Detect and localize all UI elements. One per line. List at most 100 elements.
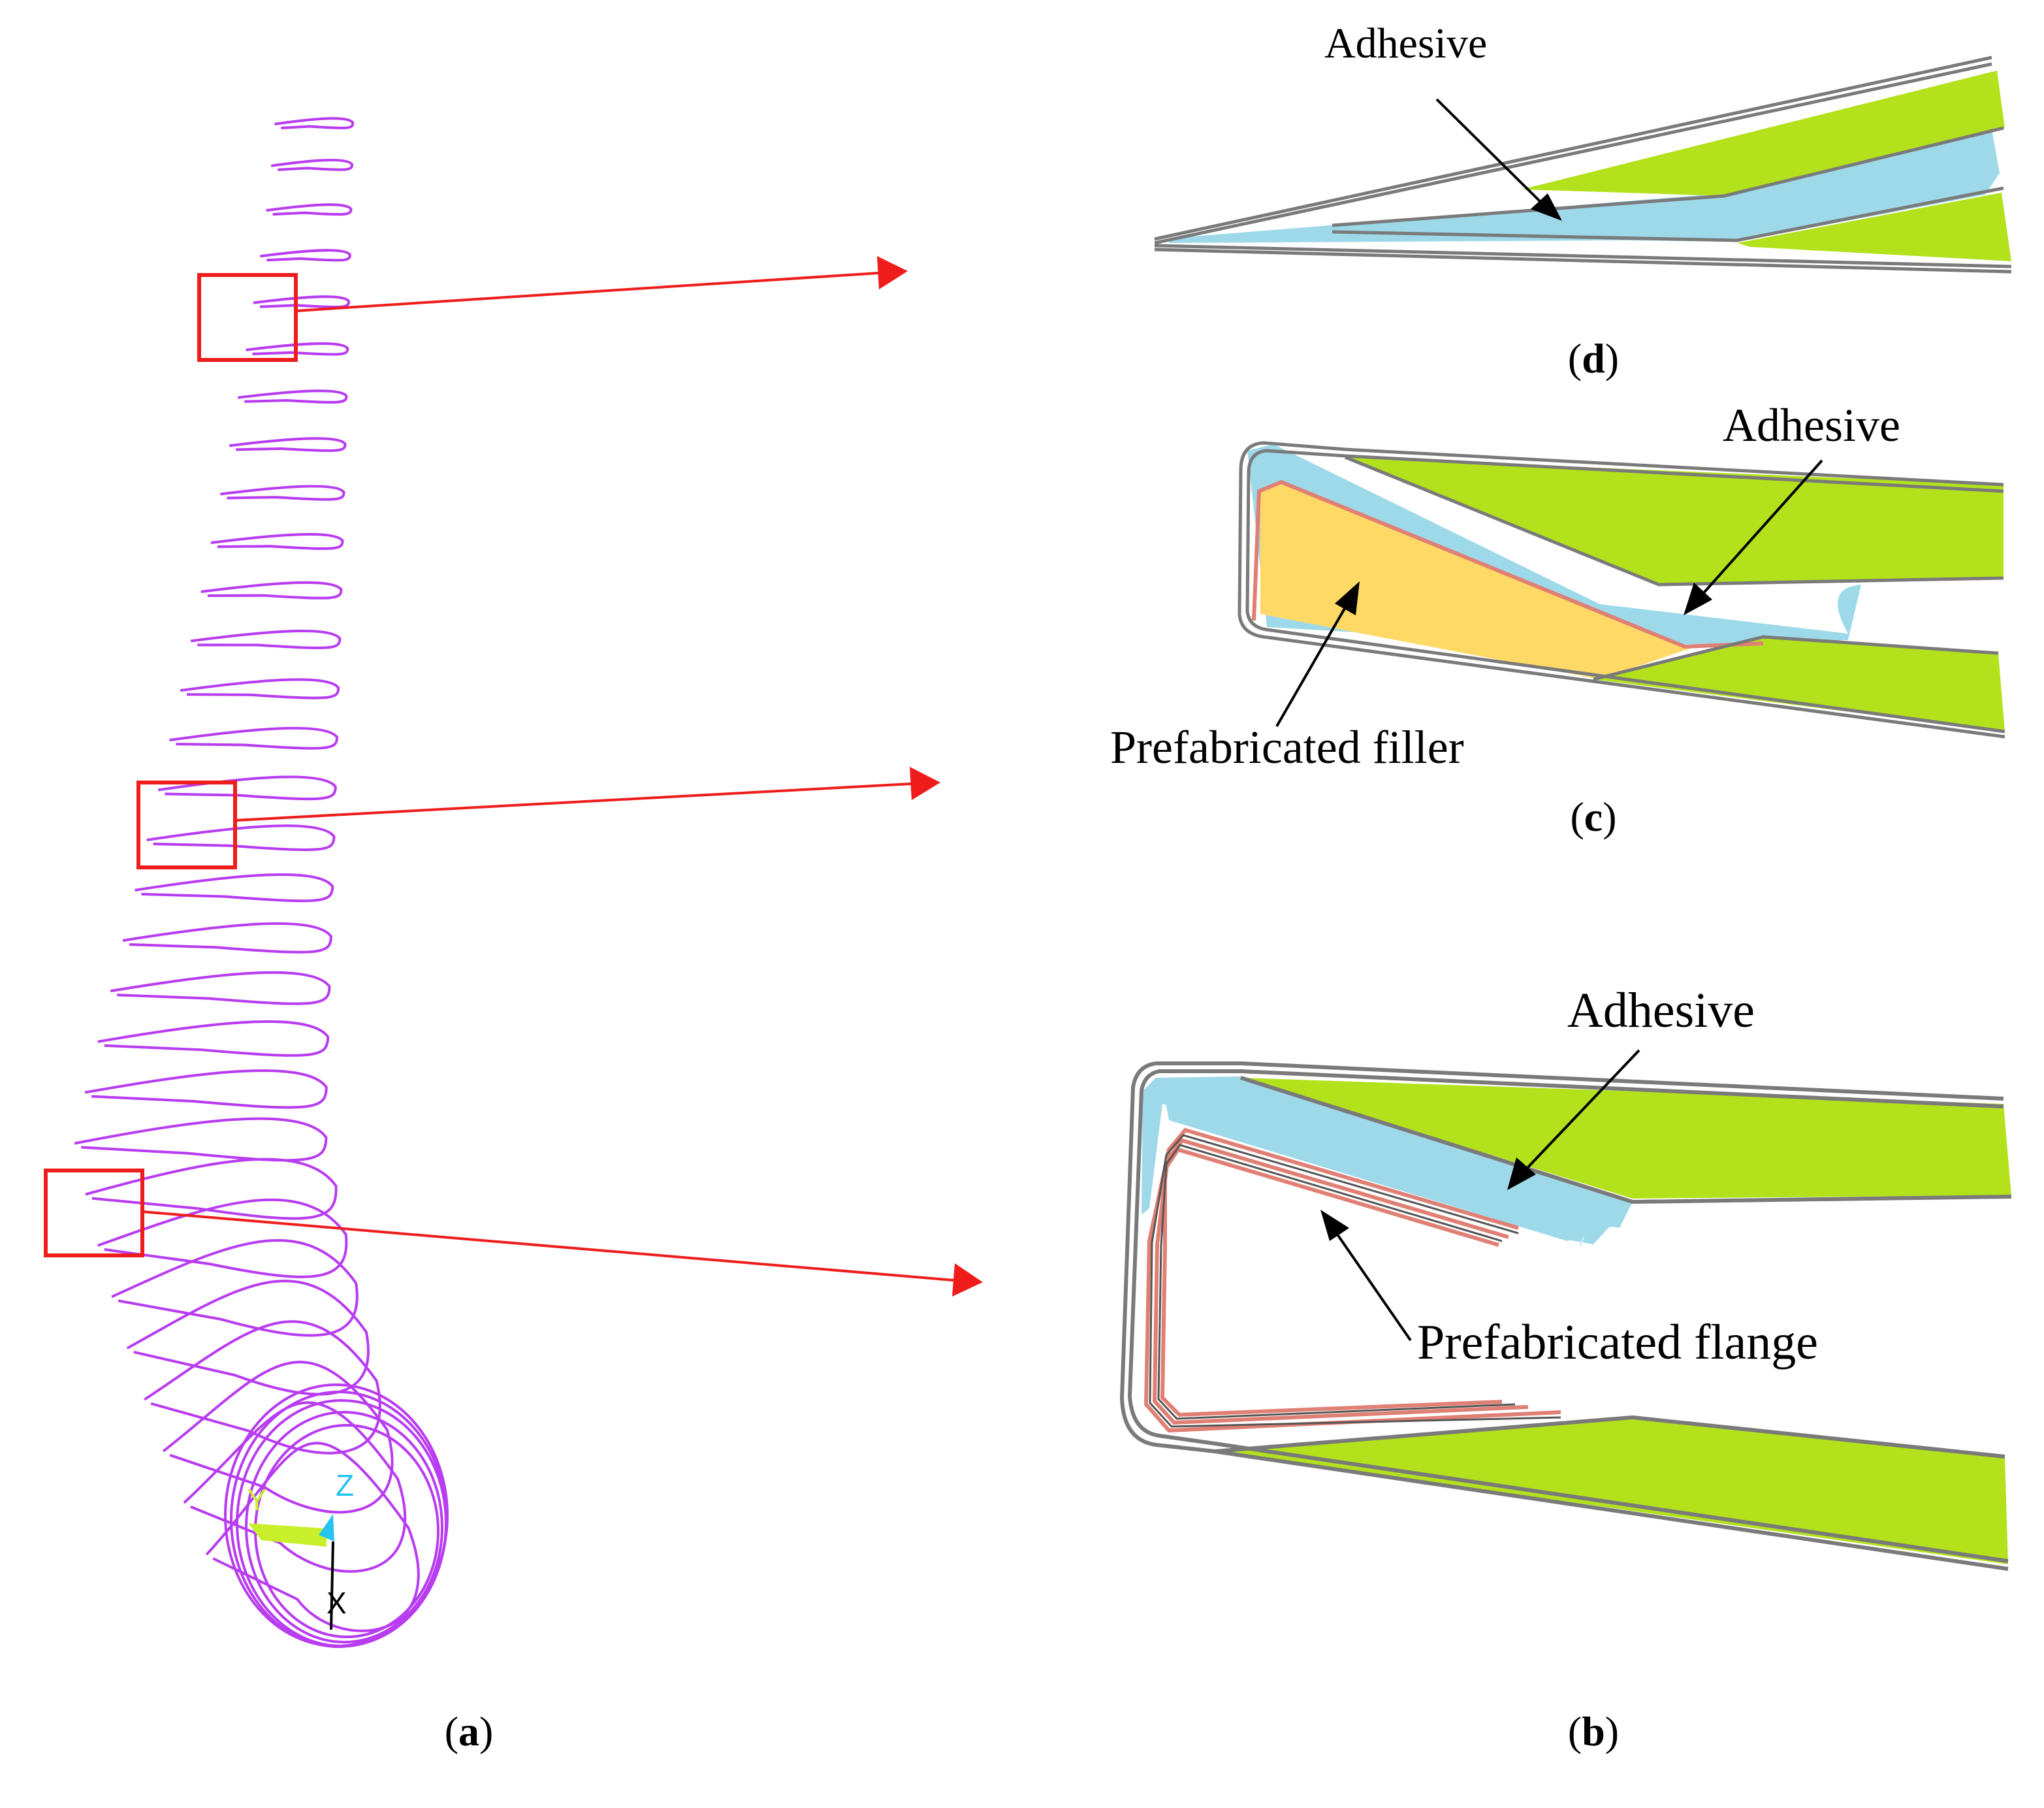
airfoil-profile — [144, 1320, 381, 1455]
callout-arrow-middle — [234, 783, 912, 822]
airfoil-profile — [260, 249, 351, 262]
airfoil-profile — [246, 342, 349, 356]
upper-core-d — [1522, 71, 2005, 196]
airfoil-profile-stack — [74, 117, 449, 1648]
airfoil-profile — [169, 726, 339, 750]
inner-skin-lower-d — [1332, 186, 2004, 242]
panel-c: Adhesive Prefabricated filler (c) — [1110, 399, 2005, 840]
airfoil-profile — [266, 203, 353, 216]
x-axis-line — [330, 1541, 334, 1630]
flange-laminate-b-2 — [1152, 1138, 1529, 1425]
flange-edge-b-1 — [1149, 1134, 1561, 1428]
root-section-circle — [236, 1399, 447, 1647]
axis-x-label: X — [327, 1586, 347, 1620]
airfoil-profile — [183, 1401, 407, 1573]
outer-skin-b — [1119, 1061, 2009, 1571]
panel-b-adhesive-arrow — [1507, 1049, 1640, 1190]
laminate-section-d — [1154, 56, 2012, 274]
airfoil-profile — [135, 873, 334, 903]
outer-skin-b-2 — [1127, 1069, 2009, 1563]
filler-region-c — [1260, 483, 1691, 679]
panel-b-flange-arrow — [1320, 1210, 1412, 1342]
airfoil-profile — [110, 971, 331, 1005]
arrowhead-bottom — [952, 1263, 983, 1297]
airfoil-profile — [74, 1117, 328, 1162]
lower-core-c — [1593, 637, 2005, 732]
flange-edge-b-2 — [1157, 1144, 1516, 1420]
laminate-section-c — [1238, 441, 2005, 739]
panel-c-adhesive-arrow — [1684, 459, 1823, 615]
adhesive-fillet-b — [1162, 1084, 1633, 1241]
inner-skin-upper-c — [1345, 455, 2004, 587]
panel-b-adhesive-label: Adhesive — [1567, 983, 1755, 1038]
panel-a-caption: (a) — [445, 1708, 494, 1754]
panel-c-filler-arrow — [1275, 581, 1360, 727]
airfoil-profile — [84, 1069, 328, 1109]
airfoil-profile — [274, 117, 355, 129]
airfoil-profile — [146, 824, 336, 851]
lower-core-d — [1737, 193, 2011, 261]
airfoil-profile — [237, 389, 348, 404]
callout-box-middle — [136, 781, 237, 869]
callout-arrow-bottom — [142, 1210, 954, 1282]
y-axis-marker — [248, 1523, 327, 1547]
airfoil-profile — [191, 630, 342, 649]
callout-arrows — [142, 256, 983, 1297]
inner-skin-upper-d — [1332, 126, 2004, 227]
airfoil-profile — [271, 159, 354, 171]
airfoil-profile — [111, 1239, 359, 1337]
outer-skin-top-d-2 — [1154, 62, 1992, 245]
airfoil-profile — [210, 533, 344, 550]
airfoil-profile — [180, 678, 340, 700]
laminate-section-b — [1119, 1061, 2012, 1571]
outer-skin-c-2 — [1245, 449, 2005, 734]
airfoil-profile — [97, 1198, 348, 1278]
inner-skin-lower-b — [1214, 1415, 2005, 1459]
airfoil-profile — [229, 437, 347, 453]
airfoil-profile — [85, 1157, 338, 1220]
flange-laminate-b-3 — [1160, 1147, 1503, 1417]
panel-b: Adhesive Prefabricated flange (b) — [1119, 983, 2012, 1754]
arrowhead-top — [877, 256, 908, 289]
inner-skin-lower-c — [1593, 635, 1999, 681]
panel-a: Y Z X (a) — [44, 117, 983, 1754]
airfoil-profile — [157, 775, 337, 801]
coordinate-triad: Y Z X — [247, 1468, 354, 1630]
panel-b-caption: (b) — [1568, 1708, 1619, 1754]
callout-arrow-top — [295, 272, 879, 312]
airfoil-profile — [162, 1361, 394, 1514]
outer-skin-top-d — [1154, 56, 1992, 241]
lower-core-b — [1215, 1417, 2008, 1564]
filler-laminate-c — [1252, 479, 1764, 649]
panel-d: Adhesive (d) — [1154, 20, 2012, 381]
airfoil-profile — [205, 1442, 420, 1632]
airfoil-profile — [97, 1020, 330, 1057]
airfoil-profile — [253, 295, 351, 309]
z-axis-marker — [319, 1514, 334, 1542]
airfoil-profile — [200, 581, 343, 600]
airfoil-profile — [126, 1280, 370, 1396]
flange-laminate-b-1 — [1143, 1127, 1561, 1433]
upper-core-c — [1345, 457, 2004, 585]
panel-c-adhesive-label: Adhesive — [1723, 399, 1900, 451]
panel-d-adhesive-label: Adhesive — [1324, 20, 1487, 67]
upper-core-b — [1241, 1078, 2011, 1199]
airfoil-profile — [220, 485, 345, 501]
axis-z-label: Z — [336, 1468, 354, 1502]
outer-skin-c — [1238, 441, 2005, 739]
outer-skin-bottom-d — [1154, 244, 2012, 268]
panel-d-caption: (d) — [1568, 335, 1619, 381]
panel-c-caption: (c) — [1570, 794, 1616, 840]
outer-skin-bottom-d-2 — [1154, 248, 2012, 274]
adhesive-region-d — [1169, 129, 2000, 243]
panel-b-flange-label: Prefabricated flange — [1417, 1315, 1818, 1370]
panel-d-adhesive-arrow — [1435, 98, 1562, 221]
airfoil-profile — [122, 922, 332, 954]
inner-skin-upper-b — [1240, 1076, 2012, 1204]
arrowhead-middle — [910, 767, 940, 800]
callout-box-top — [197, 273, 298, 362]
root-section-circle — [245, 1411, 443, 1643]
axis-y-label: Y — [247, 1483, 267, 1517]
panel-c-filler-label: Prefabricated filler — [1110, 721, 1464, 773]
